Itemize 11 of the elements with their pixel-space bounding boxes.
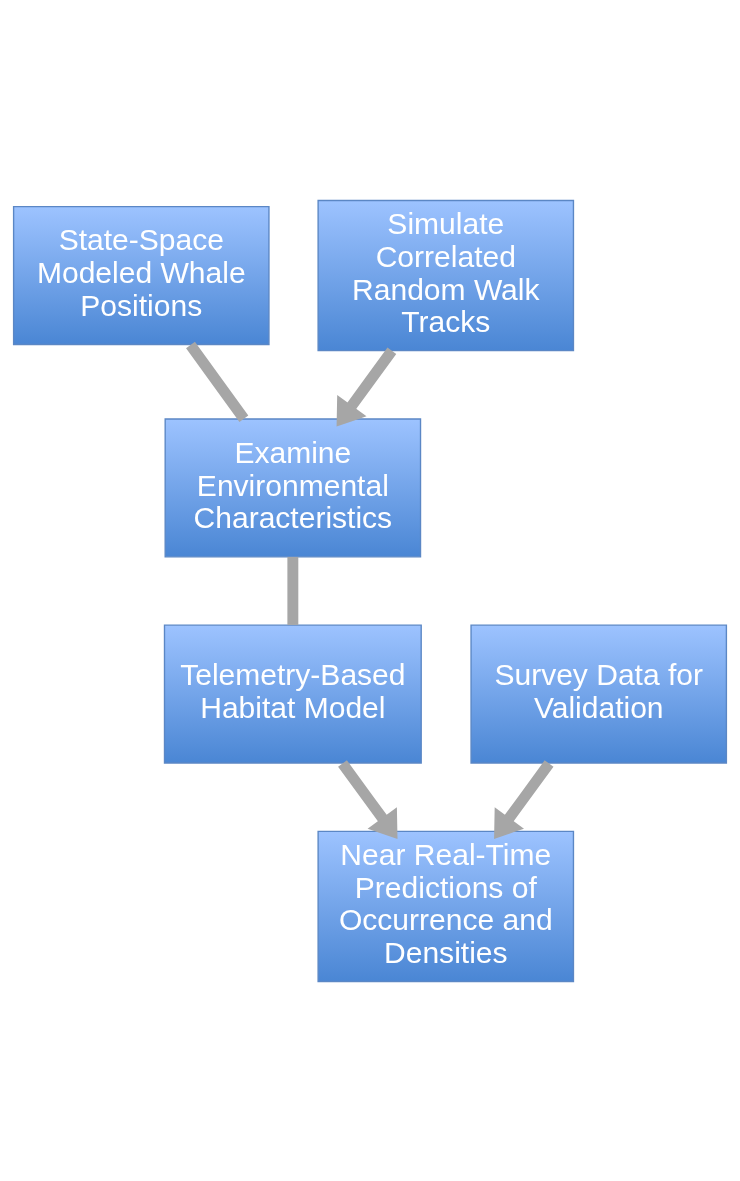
node-box: Examine Environmental Characteristics xyxy=(164,417,422,558)
node-box: Telemetry-Based Habitat Model xyxy=(163,623,422,764)
node-box: Survey Data for Validation xyxy=(470,623,728,764)
arrow xyxy=(494,759,554,839)
node-box: Near Real-Time Predictions of Occurrence and Densities xyxy=(317,830,575,982)
node-box: Simulate Correlated Random Walk Tracks xyxy=(317,199,575,351)
arrow xyxy=(336,347,397,427)
connector xyxy=(186,341,249,422)
node-box: State-Space Modeled Whale Positions xyxy=(12,205,270,345)
connector xyxy=(287,556,299,625)
arrow xyxy=(338,759,398,839)
